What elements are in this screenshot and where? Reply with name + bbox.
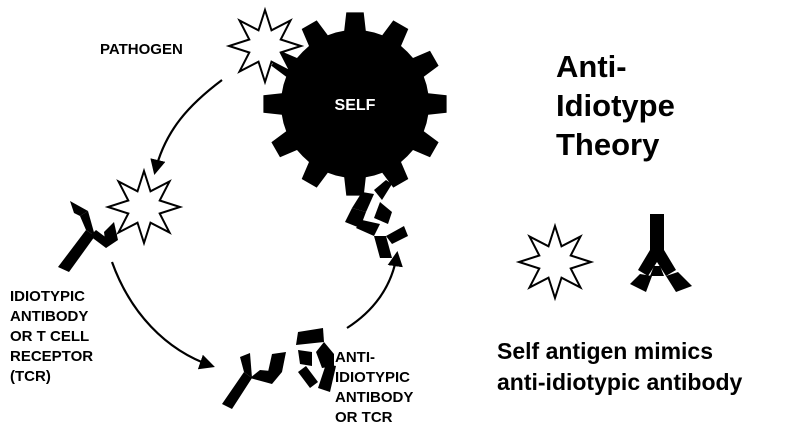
arrow-anti-idiotypic-to-self (347, 254, 397, 328)
title-line: Idiotype (556, 86, 675, 125)
caption: Self antigen mimics anti-idiotypic antib… (497, 336, 742, 398)
title-line: Theory (556, 125, 675, 164)
title-line: Anti- (556, 47, 675, 86)
self-gear: SELF (263, 12, 446, 195)
idiotypic-label-line: (TCR) (10, 367, 93, 387)
idiotypic-label-line: OR T CELL (10, 327, 93, 347)
anti-idiotypic-label-line: ANTI- (335, 348, 413, 368)
pathogen-star-icon (229, 10, 301, 82)
pathogen-label: PATHOGEN (100, 40, 183, 60)
arrow-pathogen-to-antibody (155, 80, 222, 172)
idiotypic-label-line: ANTIBODY (10, 307, 93, 327)
idiotypic-label: IDIOTYPIC ANTIBODY OR T CELL RECEPTOR (T… (10, 287, 93, 387)
anti-idiotypic-label: ANTI- IDIOTYPIC ANTIBODY OR TCR (335, 348, 413, 428)
anti-idiotypic-label-line: IDIOTYPIC (335, 368, 413, 388)
self-antigen-star-icon (519, 226, 591, 298)
idiotypic-antibody-icon (58, 201, 118, 272)
caption-line: Self antigen mimics (497, 336, 742, 367)
antibody-pair-icon (222, 328, 336, 409)
diagram-title: Anti- Idiotype Theory (556, 47, 675, 164)
antigen-star-icon (108, 171, 180, 243)
arrow-antibody-to-anti-idiotypic (112, 262, 212, 366)
idiotypic-label-line: RECEPTOR (10, 347, 93, 367)
idiotypic-label-line: IDIOTYPIC (10, 287, 93, 307)
self-label: SELF (335, 97, 376, 114)
anti-idiotypic-label-line: ANTIBODY (335, 388, 413, 408)
legend-antibody-icon (630, 214, 692, 292)
anti-idiotypic-label-line: OR TCR (335, 408, 413, 428)
caption-line: anti-idiotypic antibody (497, 367, 742, 398)
